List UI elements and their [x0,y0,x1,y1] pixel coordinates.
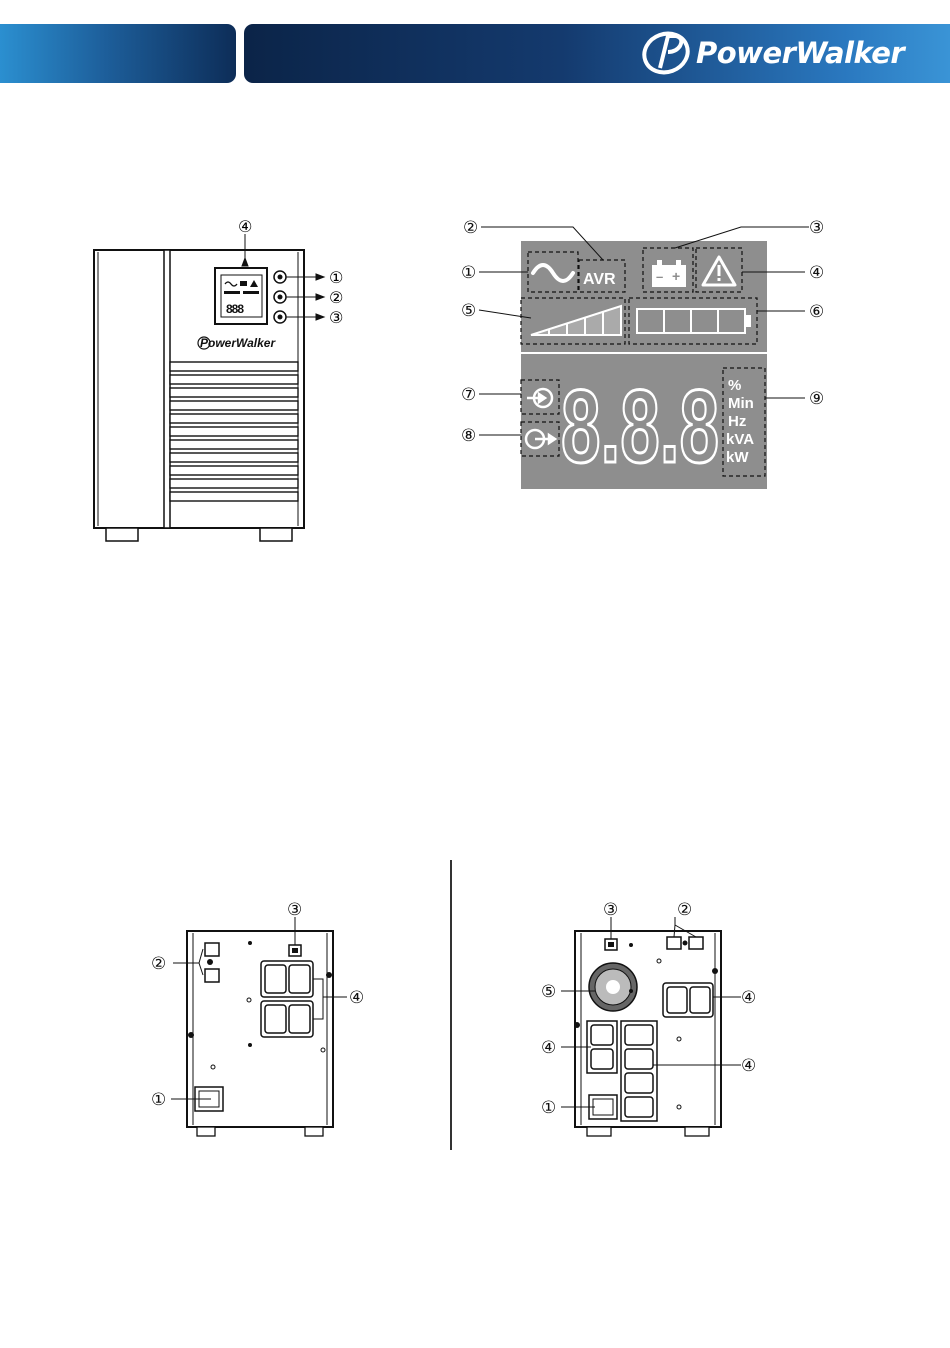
rear-large-callout-3: ③ [603,900,618,919]
header-bar-left [0,24,236,83]
ups-rear-view-large: ③ ② ⑤ ④ ④ ④ ① [535,895,775,1145]
lcd-panel-diagram: AVR – + 8.8.8 % Min Hz k [455,210,835,500]
rear-small-callout-3: ③ [287,900,302,919]
rear-small-callout-1: ① [151,1090,166,1109]
unit-hz: Hz [728,413,746,430]
lcd-callout-5: ⑤ [461,301,476,320]
front-callout-1: ① [329,268,343,287]
powerwalker-logo-icon [640,30,692,76]
svg-text:–: – [656,269,663,284]
lcd-callout-9: ⑨ [809,389,824,408]
ups-rear-view-small: ③ ② ④ ① [145,895,385,1145]
front-logo-text: PowerWalker [200,336,276,350]
lcd-callout-2: ② [463,218,478,237]
avr-label: AVR [583,271,616,288]
rear-large-callout-4a: ④ [741,988,756,1007]
rear-small-callout-2: ② [151,954,166,973]
ups-front-view: 888 PowerWalker ④ ① ② ③ [80,212,360,552]
rear-large-callout-4b: ④ [541,1038,556,1057]
rear-large-callout-2: ② [677,900,692,919]
lcd-digits: 8.8.8 [561,369,719,485]
lcd-callout-8: ⑧ [461,426,476,445]
lcd-callout-4: ④ [809,263,824,282]
unit-min: Min [728,395,754,412]
front-callout-4: ④ [238,217,252,236]
rear-large-callout-1: ① [541,1098,556,1117]
unit-kw: kW [726,449,749,466]
lcd-callout-1: ① [461,263,476,282]
lcd-callout-3: ③ [809,218,824,237]
rear-large-callout-4c: ④ [741,1056,756,1075]
front-callout-3: ③ [329,308,343,327]
brand-name: PowerWalker [696,36,904,70]
front-callout-2: ② [329,288,343,307]
svg-text:+: + [672,268,680,284]
panel-divider [450,860,452,1150]
unit-percent: % [728,377,741,394]
unit-kva: kVA [726,431,754,448]
lcd-callout-7: ⑦ [461,385,476,404]
brand-logo: PowerWalker [640,28,904,78]
lcd-callout-6: ⑥ [809,302,824,321]
rear-large-callout-5: ⑤ [541,982,556,1001]
rear-small-callout-4: ④ [349,988,364,1007]
svg-text:888: 888 [226,302,244,316]
